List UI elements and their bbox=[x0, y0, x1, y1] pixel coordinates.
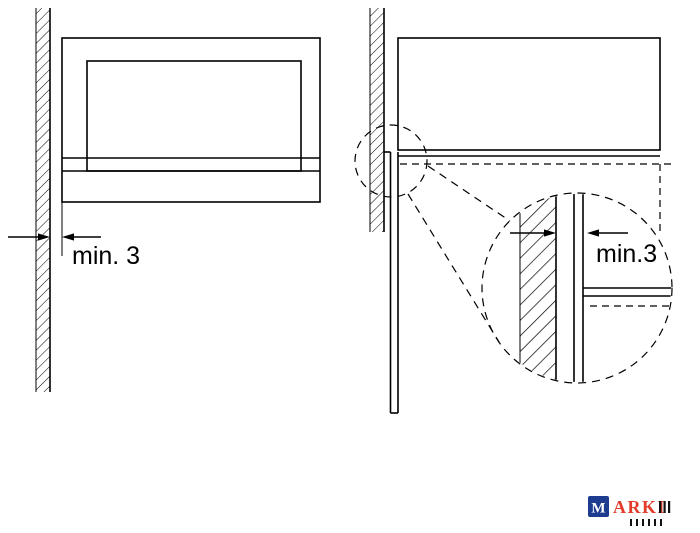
wall-section-left bbox=[35, 8, 51, 392]
appliance-side-outline bbox=[397, 37, 661, 151]
detail-view: min.3 bbox=[481, 192, 673, 384]
niche-dashed-outline bbox=[400, 163, 673, 236]
dimension-arrow-right-icon bbox=[38, 233, 50, 241]
watermark-logo-name: ARKI bbox=[613, 497, 666, 517]
watermark-logo-letter: M bbox=[591, 501, 605, 517]
watermark-logo: M ARKI bbox=[588, 496, 671, 526]
clearance-label-front: min. 3 bbox=[72, 242, 140, 270]
side-view bbox=[354, 8, 673, 414]
dimension-arrow-right-icon bbox=[544, 229, 556, 237]
clearance-dimension-detail: min.3 bbox=[510, 229, 657, 268]
detail-content bbox=[519, 194, 671, 382]
wall-section-right bbox=[369, 8, 385, 232]
dimension-arrow-left-icon bbox=[62, 233, 74, 241]
detail-zoom-circle bbox=[481, 192, 673, 384]
wall-hatch-magnified bbox=[520, 194, 556, 382]
front-view: min. 3 bbox=[8, 8, 321, 392]
appliance-side bbox=[397, 37, 661, 157]
wall-hatch bbox=[36, 8, 50, 392]
clearance-dimension-front: min. 3 bbox=[8, 202, 140, 270]
dimension-arrow-left-icon bbox=[587, 229, 599, 237]
watermark-barcode-icon bbox=[630, 501, 671, 526]
detail-leader-lines bbox=[407, 165, 511, 343]
watermark-logo-box bbox=[588, 496, 609, 517]
furniture-front-panel bbox=[384, 151, 399, 414]
appliance-front bbox=[61, 37, 321, 203]
appliance-front-outline bbox=[61, 37, 321, 203]
clearance-label-detail: min.3 bbox=[596, 240, 657, 268]
wall-hatch bbox=[370, 8, 384, 232]
detail-callout-circle bbox=[354, 124, 428, 198]
